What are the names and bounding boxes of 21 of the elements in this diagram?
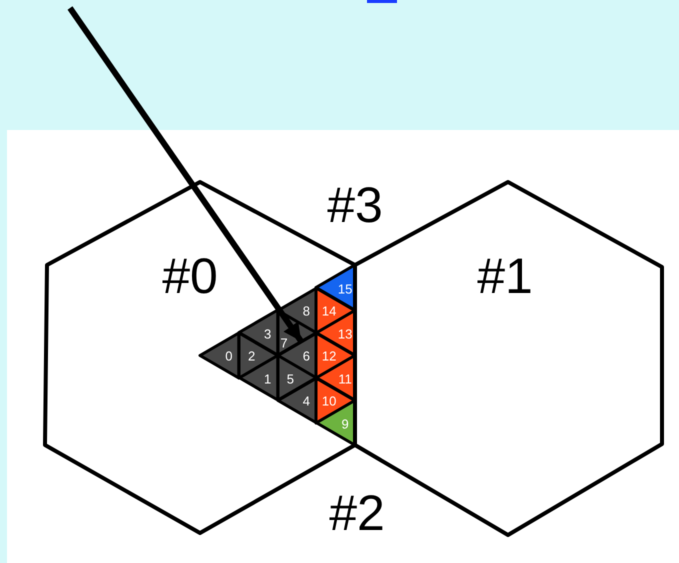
cell-number: 5: [286, 372, 294, 385]
cell-number: 7: [280, 336, 288, 350]
cell-number: 4: [302, 394, 310, 408]
hexagon-label: #0: [162, 251, 218, 301]
cell-number: 11: [338, 372, 352, 385]
hexagon-label: #2: [329, 488, 385, 538]
cell-number: 14: [322, 304, 336, 318]
cell-number: 9: [341, 417, 349, 430]
cell-number: 12: [322, 350, 336, 362]
hexagon-label: #3: [327, 180, 383, 230]
cell-number: 6: [302, 350, 310, 362]
cell-number: 2: [248, 350, 256, 362]
cell-number: 1: [264, 372, 272, 385]
hexagon-label: #1: [477, 251, 533, 301]
cell-number: 13: [338, 327, 352, 340]
cell-number: 3: [264, 327, 272, 340]
cell-number: 8: [302, 304, 310, 318]
cell-number: 10: [322, 394, 336, 408]
cell-number: 0: [225, 350, 232, 362]
pointer-arrow: [68, 6, 304, 343]
cell-number: 15: [338, 282, 352, 295]
